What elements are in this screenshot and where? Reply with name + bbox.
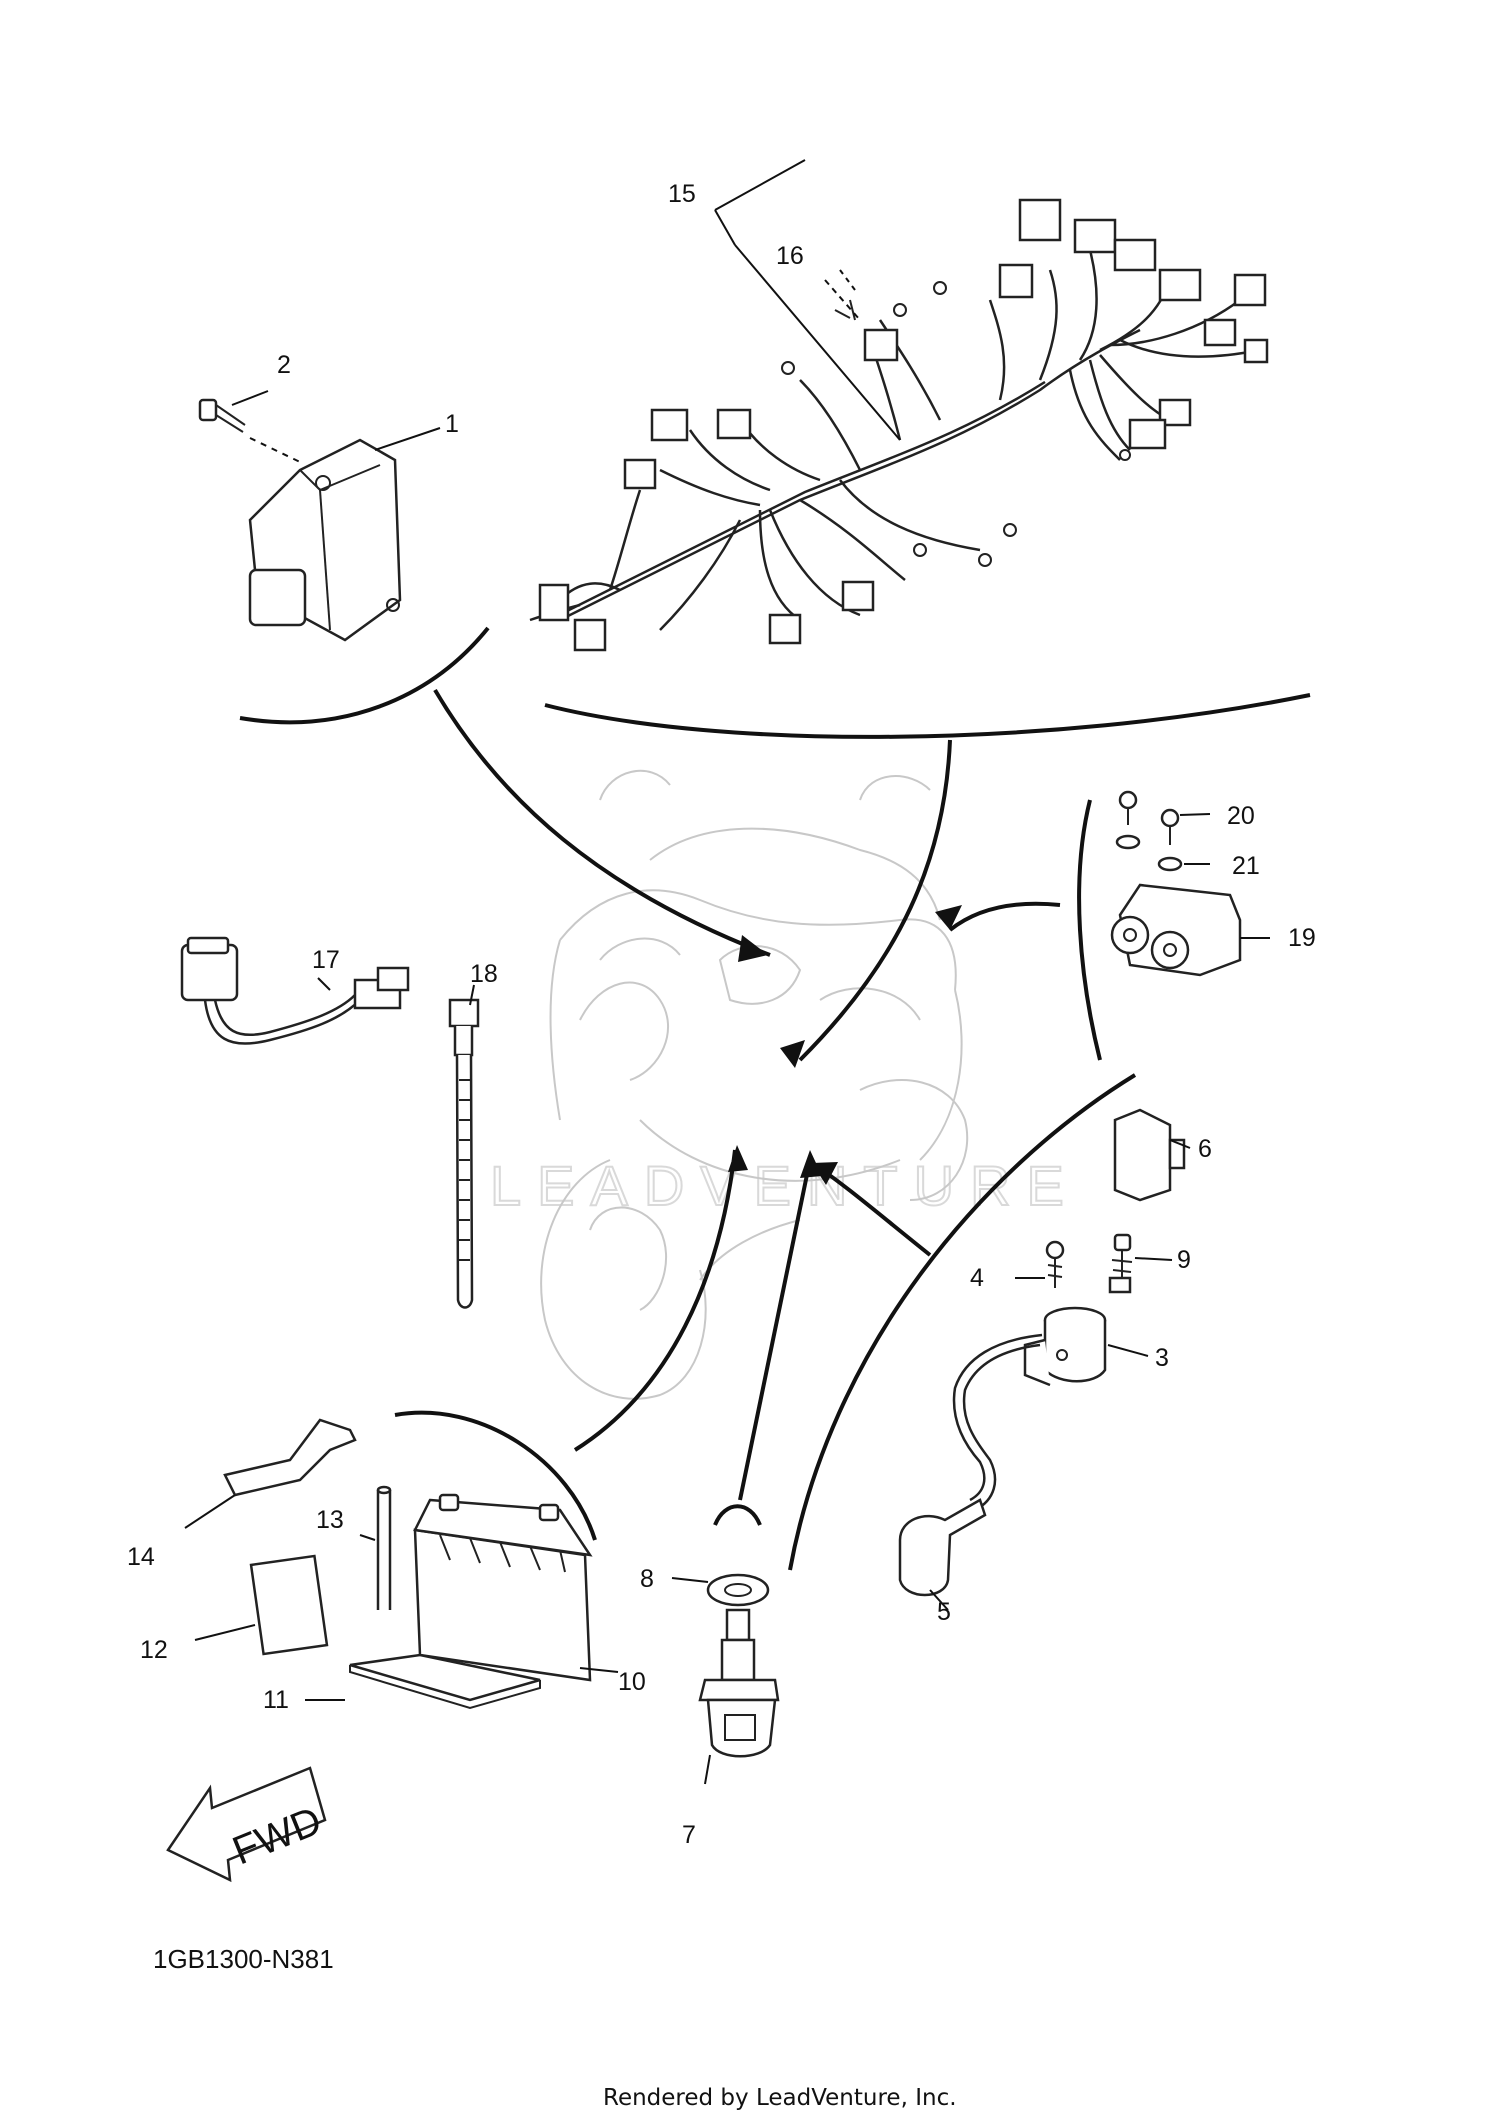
callout-19: 19 (1288, 924, 1316, 952)
callout-2: 2 (277, 351, 291, 379)
cable-tie-part (448, 998, 480, 1309)
callout-18: 18 (470, 960, 498, 988)
callout-5: 5 (937, 1598, 951, 1626)
flasher-relay-part (1113, 1108, 1186, 1202)
callout-21: 21 (1232, 852, 1260, 880)
callout-10: 10 (618, 1668, 646, 1696)
callout-11: 11 (263, 1686, 289, 1714)
scooter-outline (540, 769, 969, 1400)
bolt-part (198, 398, 301, 463)
callout-4: 4 (970, 1264, 984, 1292)
wire-harness-part (529, 198, 1269, 652)
callout-1: 1 (445, 410, 459, 438)
callout-6: 6 (1198, 1135, 1212, 1163)
drawing-code: 1GB1300-N381 (153, 1944, 334, 1974)
callout-13: 13 (316, 1506, 344, 1534)
forward-direction-arrow: FWD (166, 1766, 328, 1883)
arrowheads (728, 905, 962, 1185)
ignition-coil-part (898, 1233, 1133, 1597)
callout-14: 14 (127, 1543, 155, 1571)
callout-16: 16 (776, 242, 804, 270)
callout-12: 12 (140, 1636, 168, 1664)
neutral-switch-part (698, 1573, 780, 1758)
callout-8: 8 (640, 1565, 654, 1593)
callout-20: 20 (1227, 802, 1255, 830)
callout-15: 15 (668, 180, 696, 208)
callout-17: 17 (312, 946, 340, 974)
leader-lines (184, 159, 1270, 1785)
callout-9: 9 (1177, 1246, 1191, 1274)
section-dividers (239, 626, 1311, 1571)
callout-7: 7 (682, 1821, 696, 1849)
battery-part (223, 1418, 593, 1710)
cdi-unit-part (248, 438, 402, 642)
callout-labels: 1 2 3 4 5 6 7 8 9 10 11 12 13 14 15 16 1… (127, 180, 1316, 1849)
watermark-text: LEADVENTURE (490, 1154, 1080, 1217)
callout-3: 3 (1155, 1344, 1169, 1372)
starter-relay-part (1110, 790, 1242, 977)
wire-lead-part (180, 936, 410, 1045)
render-credit: Rendered by LeadVenture, Inc. (603, 2085, 957, 2111)
